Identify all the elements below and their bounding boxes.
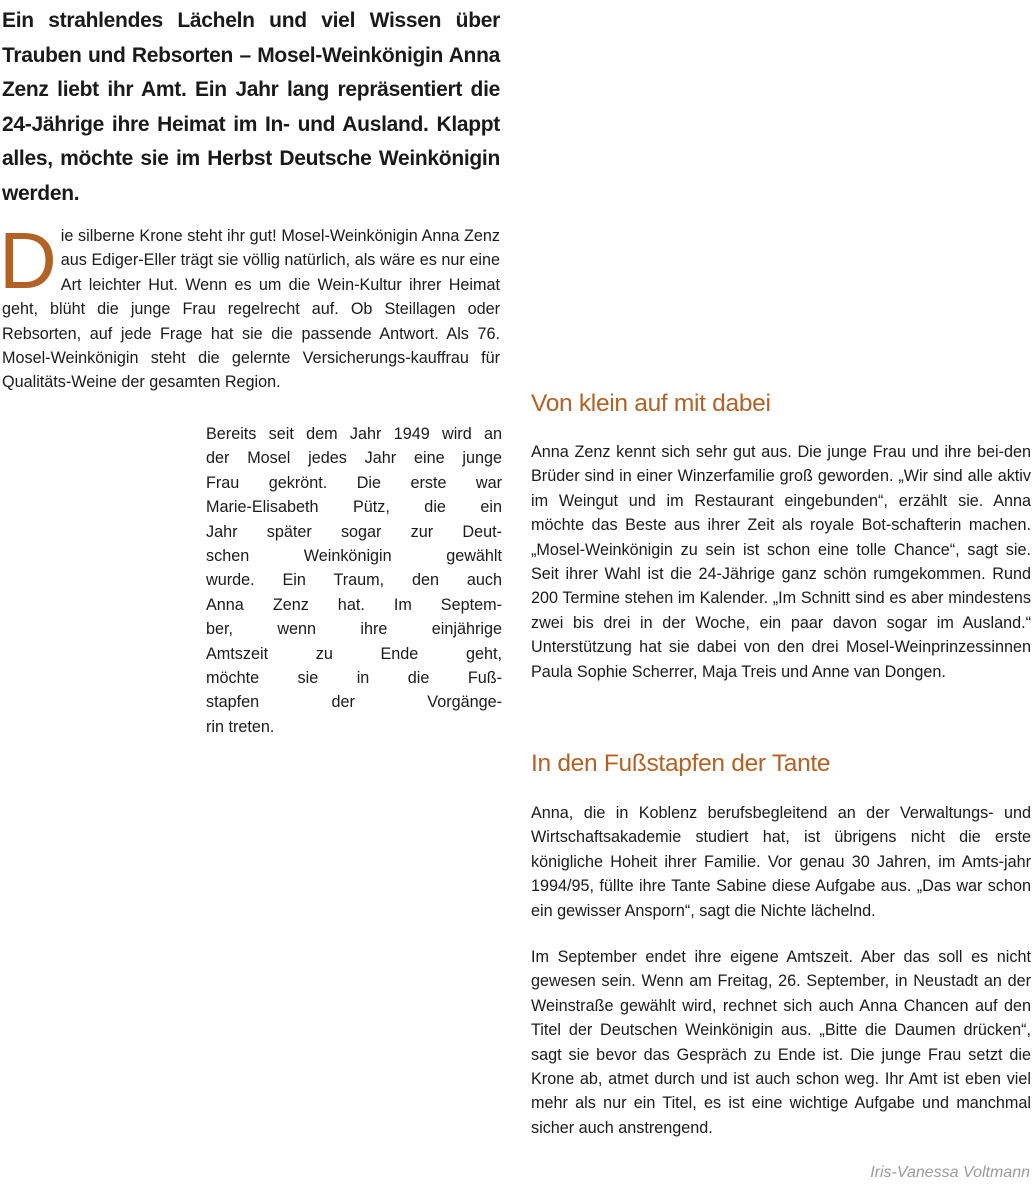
section-heading-2: In den Fußstapfen der Tante <box>531 750 831 777</box>
para2-line: Marie-Elisabeth Pütz, die ein <box>206 498 502 517</box>
section2-paragraph-2: Im September endet ihre eigene Amtszeit.… <box>531 948 1031 1137</box>
para2-line: Amtszeit zu Ende geht, <box>206 644 502 663</box>
section2-paragraph-1: Anna, die in Koblenz berufsbegleitend an… <box>531 804 1031 920</box>
para2-line: Anna Zenz hat. Im Septem- <box>206 595 502 614</box>
para2-line: Jahr später sogar zur Deut- <box>206 522 502 541</box>
section-heading-1: Von klein auf mit dabei <box>531 390 771 417</box>
para2-line: stapfen der Vorgänge- <box>206 693 502 712</box>
intro-text: ie silberne Krone steht ihr gut! Mosel-W… <box>2 227 500 392</box>
para2-line: möchte sie in die Fuß- <box>206 669 502 688</box>
para2-line: schen Weinkönigin gewählt <box>206 547 502 566</box>
para2-line: Bereits seit dem Jahr 1949 wird an <box>206 425 502 443</box>
second-paragraph: Bereits seit dem Jahr 1949 wird an der M… <box>206 422 502 739</box>
para2-line: wurde. Ein Traum, den auch <box>206 571 502 590</box>
author-credit: Iris-Vanessa Voltmann <box>870 1164 1030 1181</box>
para2-line: ber, wenn ihre einjährige <box>206 620 502 639</box>
drop-cap: D <box>0 216 57 305</box>
para2-line: rin treten. <box>206 717 275 736</box>
lead-paragraph: Ein strahlendes Lächeln und viel Wissen … <box>2 9 500 205</box>
para2-line: der Mosel jedes Jahr eine junge <box>206 449 502 468</box>
section1-paragraph: Anna Zenz kennt sich sehr gut aus. Die j… <box>531 443 1031 681</box>
para2-line: Frau gekrönt. Die erste war <box>206 473 502 492</box>
